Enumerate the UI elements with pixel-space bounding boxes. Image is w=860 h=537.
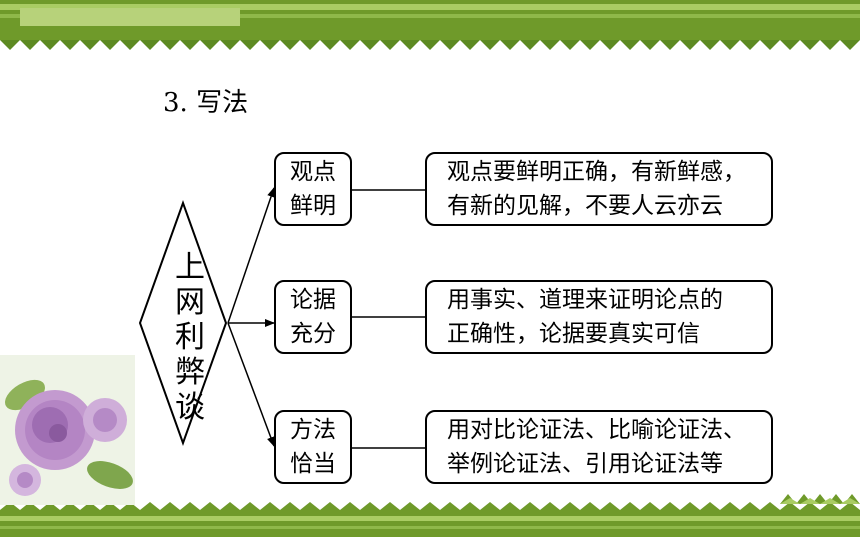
rose-decoration	[0, 355, 135, 505]
detail-line: 有新的见解，不要人云亦云	[447, 193, 723, 219]
branch-label-line: 恰当	[290, 451, 336, 477]
detail-line: 举例论证法、引用论证法等	[447, 451, 723, 477]
topic-char: 谈	[175, 390, 205, 425]
branch-box-method: 方法 恰当	[274, 410, 352, 484]
section-heading: 3. 写法	[163, 88, 249, 118]
topic-label: 上 网 利 弊 谈	[170, 250, 210, 425]
topic-char: 弊	[175, 355, 205, 390]
detail-line: 用对比论证法、比喻论证法、	[447, 417, 746, 443]
detail-box-evidence: 用事实、道理来证明论点的 正确性，论据要真实可信	[425, 280, 773, 354]
branch-label-line: 方法	[290, 417, 336, 443]
branch-label-line: 充分	[290, 321, 336, 347]
arrow-to-branch-1	[227, 187, 275, 324]
leaf-decoration	[780, 494, 860, 504]
detail-line: 正确性，论据要真实可信	[447, 321, 700, 347]
top-decorative-band	[0, 0, 860, 50]
detail-line: 观点要鲜明正确，有新鲜感，	[447, 159, 746, 185]
branch-label-line: 鲜明	[290, 193, 336, 219]
branch-label-line: 论据	[290, 287, 336, 313]
topic-diamond	[138, 200, 228, 446]
topic-char: 上	[175, 250, 205, 285]
topic-char: 利	[175, 320, 205, 355]
arrow-to-branch-3	[227, 322, 275, 447]
branch-box-viewpoint: 观点 鲜明	[274, 152, 352, 226]
bottom-decorative-band	[0, 502, 860, 537]
branch-label-line: 观点	[290, 159, 336, 185]
detail-box-method: 用对比论证法、比喻论证法、 举例论证法、引用论证法等	[425, 410, 773, 484]
detail-box-viewpoint: 观点要鲜明正确，有新鲜感， 有新的见解，不要人云亦云	[425, 152, 773, 226]
branch-box-evidence: 论据 充分	[274, 280, 352, 354]
topic-char: 网	[175, 285, 205, 320]
detail-line: 用事实、道理来证明论点的	[447, 287, 723, 313]
